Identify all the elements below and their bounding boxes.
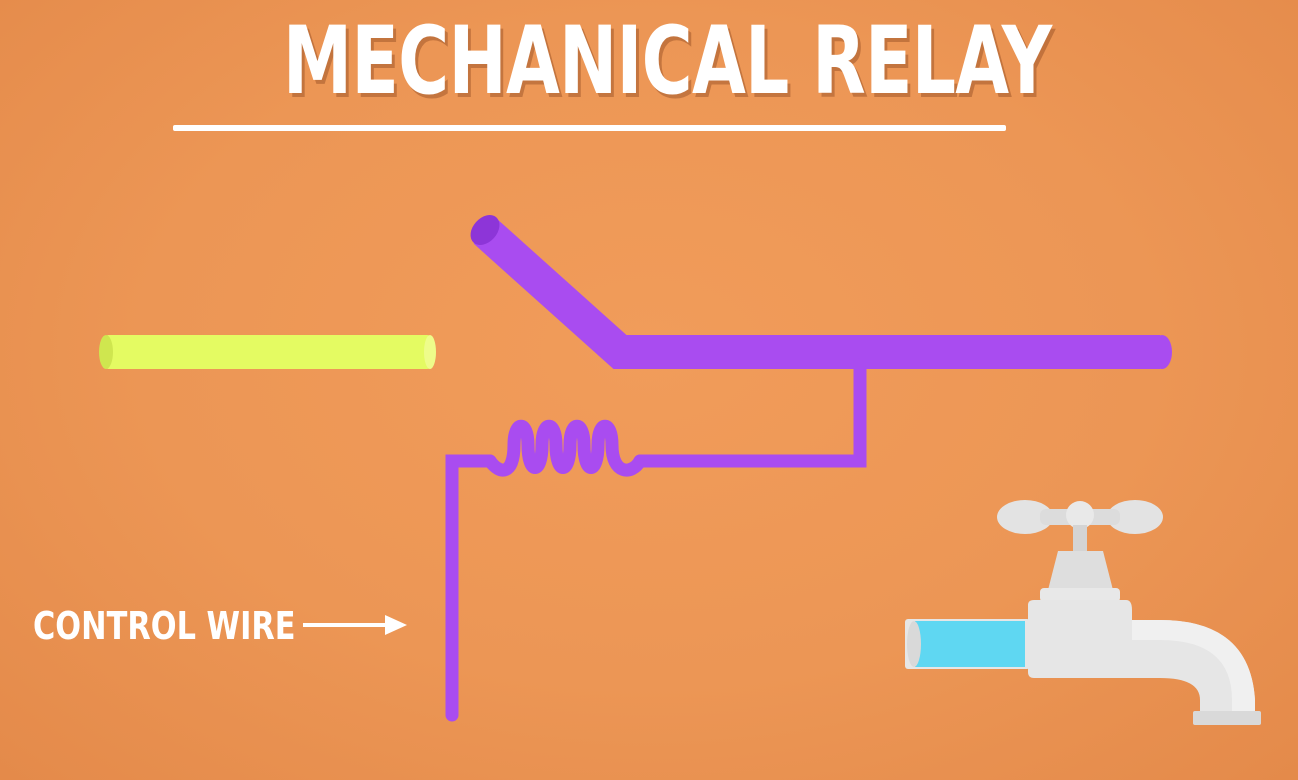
title-underline: [173, 125, 1006, 131]
coil-spring: [483, 419, 647, 477]
coil-circuit: [445, 358, 867, 722]
control-wire: [445, 454, 497, 722]
switch-armature: [470, 215, 1172, 369]
faucet-icon: [905, 500, 1261, 725]
fixed-contact: [99, 335, 436, 369]
arrow-right-icon: [303, 615, 407, 635]
return-wire: [633, 358, 867, 468]
control-wire-label: CONTROL WIRE: [33, 604, 296, 648]
